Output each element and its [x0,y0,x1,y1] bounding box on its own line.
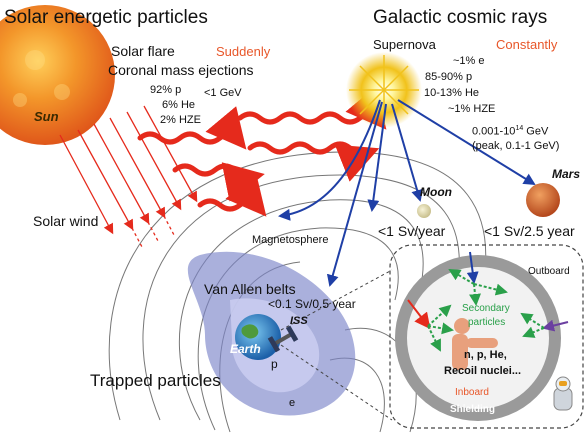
shielding-label: Shielding [450,404,495,415]
moon-dose: <1 Sv/year [378,223,446,239]
gcr-comp-e: ~1% e [453,55,485,67]
earth-label: Earth [230,342,261,356]
gcr-comp-hze: ~1% HZE [448,103,496,115]
cme-label: Coronal mass ejections [108,62,254,78]
mars-label: Mars [552,167,581,181]
sep-title: Solar energetic particles [4,7,208,28]
inset-box [389,244,584,429]
sep-wave-arrows [137,86,387,217]
supernova-label: Supernova [373,37,436,52]
products-label-1: n, p, He, [464,349,507,361]
proton-label: p [271,357,278,371]
gcr-energy: 0.001-1014 GeV [472,125,548,138]
inboard-label: Inboard [455,387,489,398]
sun-texture [13,50,70,107]
inset-connector-bottom [280,344,393,421]
products-label-2: Recoil nuclei... [444,365,522,377]
sep-comp-he: 6% He [162,99,196,111]
gcr-energy-base: 0.001-10 [472,125,516,138]
sep-timing: Suddenly [216,44,271,59]
solar-wind-label: Solar wind [33,213,99,229]
electron-label: e [289,397,296,409]
mars-icon [526,183,560,217]
gcr-timing: Constantly [496,37,558,52]
sep-comp-hze: 2% HZE [160,114,201,126]
outboard-label: Outboard [528,266,570,277]
gcr-comp-p: 85-90% p [425,71,473,83]
gcr-energy-unit: GeV [523,125,549,138]
secondary-label-1: Secondary [462,303,510,314]
flare-label: Solar flare [111,43,175,59]
solar-wind-arrows [59,105,198,248]
gcr-arrows [278,99,536,287]
moon-icon [417,204,431,218]
sun-label: Sun [34,109,59,124]
gcr-title: Galactic cosmic rays [373,7,548,28]
iss-label: ISS [290,315,308,327]
earth-land-shape [241,324,259,339]
gcr-peak: (peak, 0.1-1 GeV) [472,140,560,152]
iss-icon [267,325,299,353]
inset-sep-arrow [407,299,431,330]
secondary-label-2: particles [468,317,506,328]
moon-label: Moon [420,185,452,199]
belts-label: Van Allen belts [204,281,296,297]
supernova-rays [349,55,419,125]
mars-dose: <1 Sv/2.5 year [484,223,575,239]
inset-purple-arrow [542,319,569,332]
gcr-comp-he: 10-13% He [424,87,480,99]
sep-energy: <1 GeV [204,87,242,99]
magnetosphere-label: Magnetosphere [252,234,329,246]
trapped-title: Trapped particles [90,371,221,390]
inset-gcr-arrow [466,251,479,284]
astronaut-icon [553,376,573,411]
iss-dose: <0.1 Sv/0.5 year [268,297,356,311]
secondary-particle-arrows [427,268,545,352]
sep-comp-p: 92% p [150,84,182,96]
gcr-energy-exponent: 14 [515,125,524,132]
inboard-astronaut-shape [452,318,498,370]
sun-icon [0,5,115,145]
